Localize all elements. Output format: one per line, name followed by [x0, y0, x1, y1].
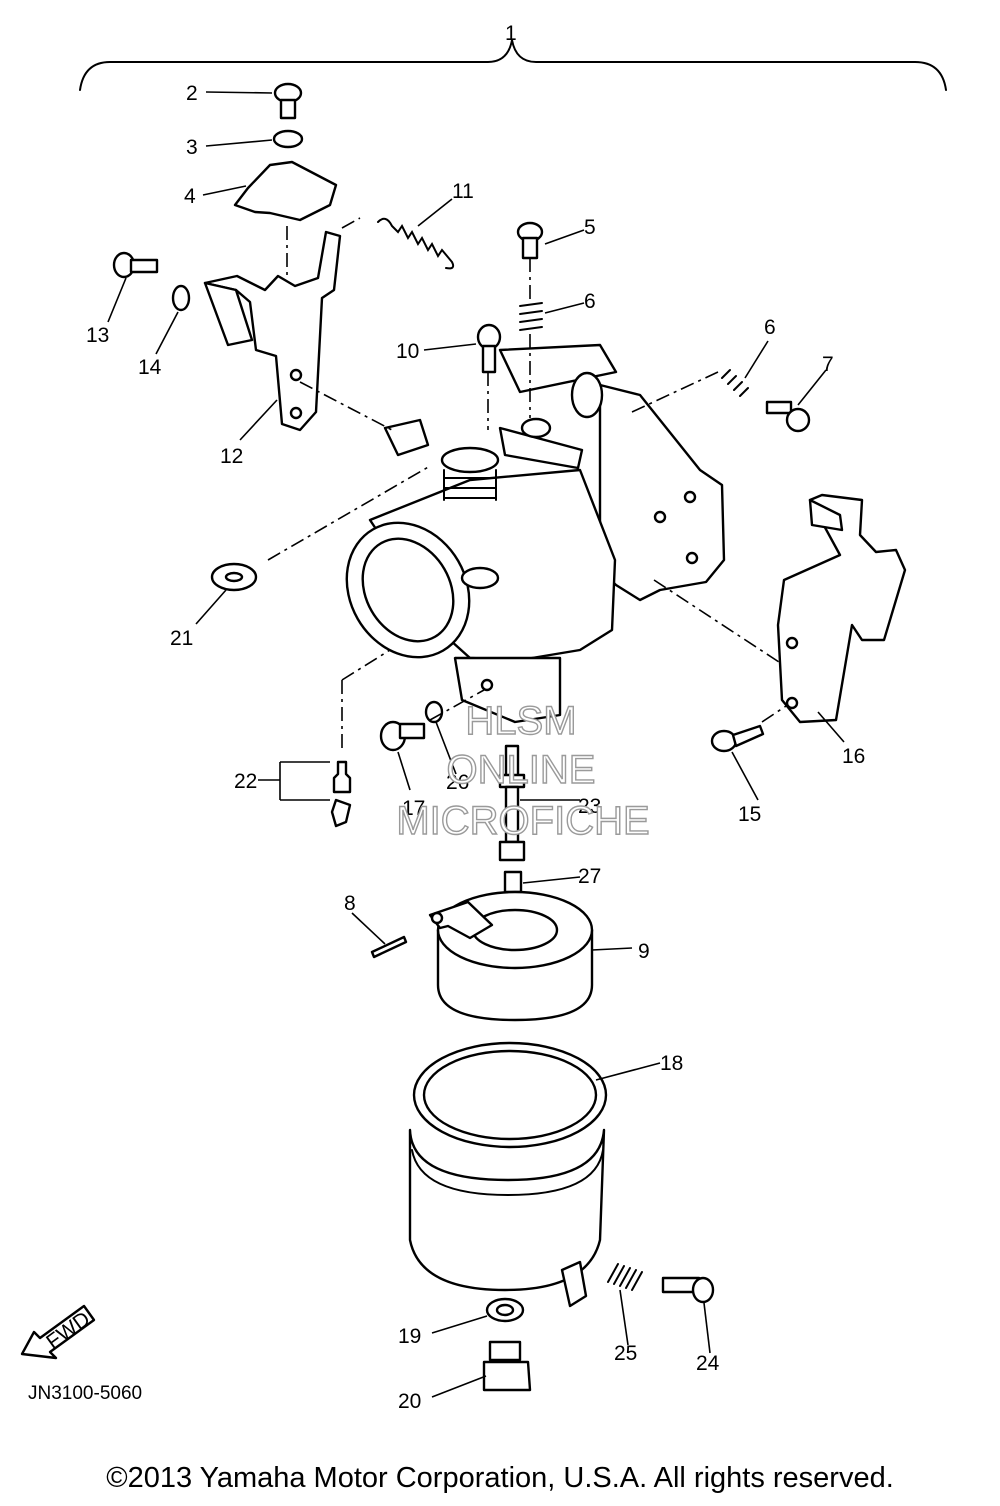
label-part-20: 20 — [398, 1390, 421, 1413]
part-17-screw — [379, 720, 426, 752]
part-12-bracket — [203, 230, 342, 432]
part-21-washer — [210, 562, 258, 592]
label-part-11: 11 — [452, 180, 474, 203]
label-part-17: 17 — [402, 797, 425, 820]
label-part-13: 13 — [86, 324, 109, 347]
part-4-clip-plate — [233, 160, 338, 222]
part-25-spring — [607, 1263, 643, 1291]
label-part-18: 18 — [660, 1052, 683, 1075]
label-part-25: 25 — [614, 1342, 637, 1365]
label-part-19: 19 — [398, 1325, 421, 1348]
part-3-washer — [272, 129, 304, 149]
part-27-jet — [503, 870, 523, 894]
label-part-14: 14 — [138, 356, 162, 379]
watermark: HLSM ONLINE MICROFICHE — [396, 698, 651, 843]
part-7-screw — [765, 400, 811, 433]
part-6-spring-top — [519, 302, 543, 331]
label-part-26: 26 — [446, 771, 469, 794]
label-part-6-side: 6 — [764, 316, 776, 339]
part-9-float — [428, 890, 594, 1022]
part-labels: 1 2 3 4 11 5 6 6 10 7 13 14 12 21 22 17 … — [86, 22, 865, 1413]
label-part-23: 23 — [578, 795, 601, 818]
leader-lines — [107, 91, 845, 1398]
label-part-24: 24 — [696, 1352, 720, 1375]
copyright-notice: ©2013 Yamaha Motor Corporation, U.S.A. A… — [106, 1462, 894, 1494]
label-part-2: 2 — [186, 82, 198, 105]
part-22-needle-valve — [330, 760, 352, 828]
watermark-line-2: ONLINE — [447, 748, 596, 792]
part-11-spring — [377, 217, 455, 270]
part-8-pin — [370, 935, 408, 959]
part-2-screw — [273, 82, 303, 120]
label-part-10: 10 — [396, 340, 419, 363]
label-part-15: 15 — [738, 803, 761, 826]
part-6-spring-side — [721, 369, 749, 397]
label-part-7: 7 — [822, 353, 834, 376]
part-5-screw — [516, 221, 544, 260]
carburetor-body — [345, 343, 726, 724]
part-19-washer — [485, 1297, 525, 1323]
part-15-screw — [710, 724, 765, 753]
part-10-screw — [476, 323, 502, 374]
label-part-6-top: 6 — [584, 290, 596, 313]
label-part-1: 1 — [505, 22, 517, 45]
part-13-screw — [112, 251, 159, 279]
part-24-screw — [661, 1276, 715, 1304]
label-part-12: 12 — [220, 445, 243, 468]
label-part-3: 3 — [186, 136, 198, 159]
part-23-nozzle — [498, 744, 526, 862]
part-14-washer — [171, 284, 191, 312]
part-18-gasket — [412, 1041, 608, 1149]
part-26-washer — [424, 700, 444, 724]
float-bowl — [408, 1128, 606, 1308]
part-16-bracket — [776, 493, 907, 724]
label-part-21: 21 — [170, 627, 193, 650]
watermark-line-3: MICROFICHE — [396, 799, 649, 843]
label-part-5: 5 — [584, 216, 596, 239]
label-part-27: 27 — [578, 865, 601, 888]
label-part-8: 8 — [344, 892, 356, 915]
fwd-arrow-icon: FWD — [20, 1304, 96, 1360]
diagram-code: JN3100-5060 — [28, 1383, 143, 1404]
label-part-16: 16 — [842, 745, 865, 768]
label-part-4: 4 — [184, 185, 196, 208]
watermark-line-1: HLSM — [465, 699, 576, 743]
label-part-9: 9 — [638, 940, 650, 963]
label-part-22: 22 — [234, 770, 257, 793]
assembly-brace — [79, 39, 947, 91]
part-20-drain-plug — [482, 1340, 532, 1392]
